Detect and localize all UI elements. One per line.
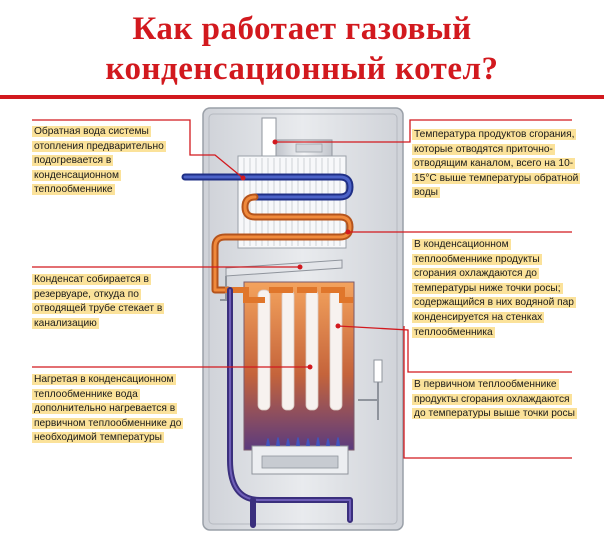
title-divider [0,95,604,99]
callout-condensing-exchanger: В конденсационном теплообменнике продукт… [412,239,576,338]
callout-primary-exchanger: В первичном теплообменнике продукты сгор… [412,379,577,420]
burner [251,437,349,475]
condensate-tray [220,259,343,301]
callout-flue-gas-temperature: Температура продуктов сгорания, которые … [412,129,581,199]
pressure-valve-icon [358,359,383,420]
callout-heated-water: Нагретая в конденсационном теплообменник… [32,374,184,444]
page-title-line-2: конденсационный котел? [105,51,499,87]
condensing-heat-exchanger [237,155,347,249]
return-water-pipe [181,173,354,201]
callout-return-water: Обратная вода системы отопления предвари… [32,126,166,196]
preheated-water-coil [211,193,354,294]
heated-water-pipe [227,287,353,528]
callout-dots [240,139,351,370]
callout-leaders [32,119,572,459]
flame-icon [266,437,340,446]
callout-condensate: Конденсат собирается в резервуаре, откуд… [32,274,165,329]
primary-heat-exchanger [225,281,355,451]
page-title-line-1: Как работает газовый [132,11,472,47]
